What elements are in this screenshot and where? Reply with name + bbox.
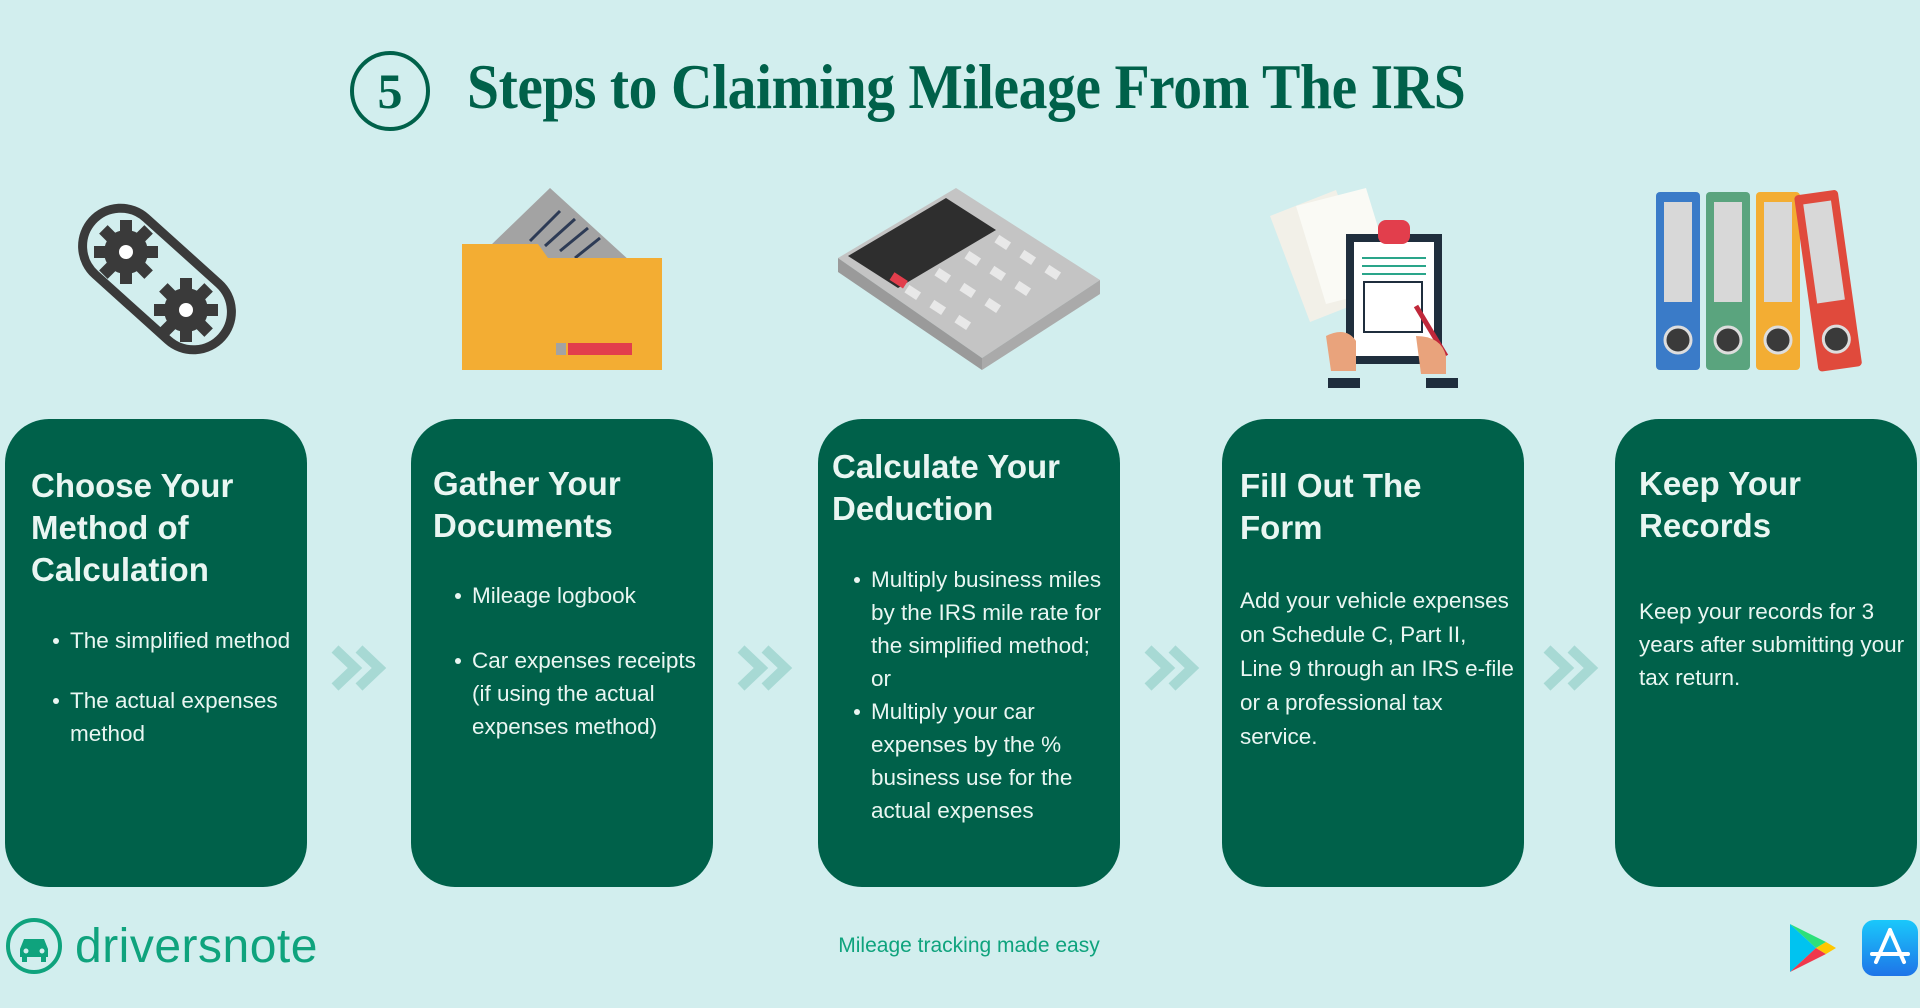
page-title: 5 Steps to Claiming Mileage From The IRS (350, 48, 1600, 138)
tagline: Mileage tracking made easy (838, 934, 1100, 957)
folder-icon (462, 188, 662, 370)
step-list: The simplified method The actual expense… (53, 624, 298, 750)
list-item: Car expenses receipts (if using the actu… (455, 644, 705, 743)
chevron-double-right-icon (1543, 645, 1599, 691)
brand-name: driversnote (75, 919, 318, 973)
step-card-1: Choose Your Method of Calculation The si… (5, 419, 307, 887)
car-icon (6, 918, 62, 974)
list-item: The actual expenses method (53, 684, 298, 750)
step-list: Multiply business miles by the IRS mile … (854, 563, 1114, 827)
step-card-4: Fill Out The Form Add your vehicle expen… (1222, 419, 1524, 887)
step-count-badge: 5 (350, 51, 430, 131)
title-text: Steps to Claiming Mileage From The IRS (467, 51, 1466, 122)
list-item: Mileage logbook (455, 579, 705, 612)
step-card-3: Calculate Your Deduction Multiply busine… (818, 419, 1120, 887)
step-description: Add your vehicle expenses on Schedule C,… (1240, 588, 1514, 749)
driversnote-logo[interactable]: driversnote (5, 917, 318, 975)
step-list: Mileage logbook Car expenses receipts (i… (455, 579, 705, 743)
binders-icon (1656, 190, 1862, 372)
list-item: The simplified method (53, 624, 298, 657)
step-heading: Choose Your Method of Calculation (31, 467, 234, 588)
chevron-double-right-icon (737, 645, 793, 691)
chevron-double-right-icon (1144, 645, 1200, 691)
step-heading: Calculate Your Deduction (832, 448, 1061, 527)
list-item: Multiply your car expenses by the % busi… (854, 695, 1114, 827)
form-icon (1270, 188, 1458, 388)
step-description: Keep your records for 3 years after subm… (1639, 599, 1905, 690)
step-heading: Fill Out The Form (1240, 467, 1422, 546)
chevron-double-right-icon (331, 645, 387, 691)
gears-icon (78, 203, 236, 355)
google-play-icon[interactable] (1786, 922, 1838, 974)
list-item: Multiply business miles by the IRS mile … (854, 563, 1114, 695)
step-card-5: Keep Your Records Keep your records for … (1615, 419, 1917, 887)
app-store-icon[interactable] (1862, 920, 1918, 976)
step-card-2: Gather Your Documents Mileage logbook Ca… (411, 419, 713, 887)
calculator-icon (838, 188, 1100, 370)
step-heading: Gather Your Documents (433, 465, 621, 544)
step-heading: Keep Your Records (1639, 465, 1801, 544)
